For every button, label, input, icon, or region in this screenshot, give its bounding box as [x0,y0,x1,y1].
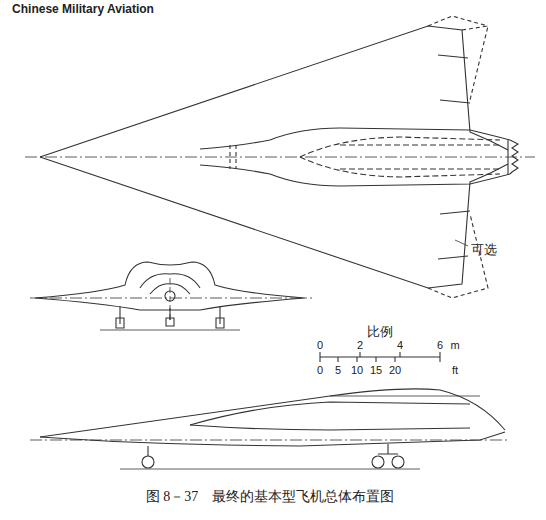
planform-view [25,16,535,298]
figure-caption: 图 8－37 最终的基本型飞机总体布置图 [146,489,395,504]
scale-number: 0 [317,364,323,376]
side-view [30,389,510,469]
scale-unit: m [450,339,459,351]
scale-number: 2 [357,339,363,351]
scale-bar [320,352,440,362]
scale-number: 10 [351,364,363,376]
scale-number: 5 [335,364,341,376]
watermark: Chinese Military Aviation [12,3,154,16]
front-view [30,262,312,330]
scale-number: 0 [317,339,323,351]
scale-title: 比例 [367,325,393,339]
scale-number: 6 [437,339,443,351]
option-note: 可选 [471,243,497,257]
scale-number: 20 [389,364,401,376]
scale-number: 4 [397,339,403,351]
scale-number: 15 [370,364,382,376]
scale-unit: ft [452,364,458,376]
